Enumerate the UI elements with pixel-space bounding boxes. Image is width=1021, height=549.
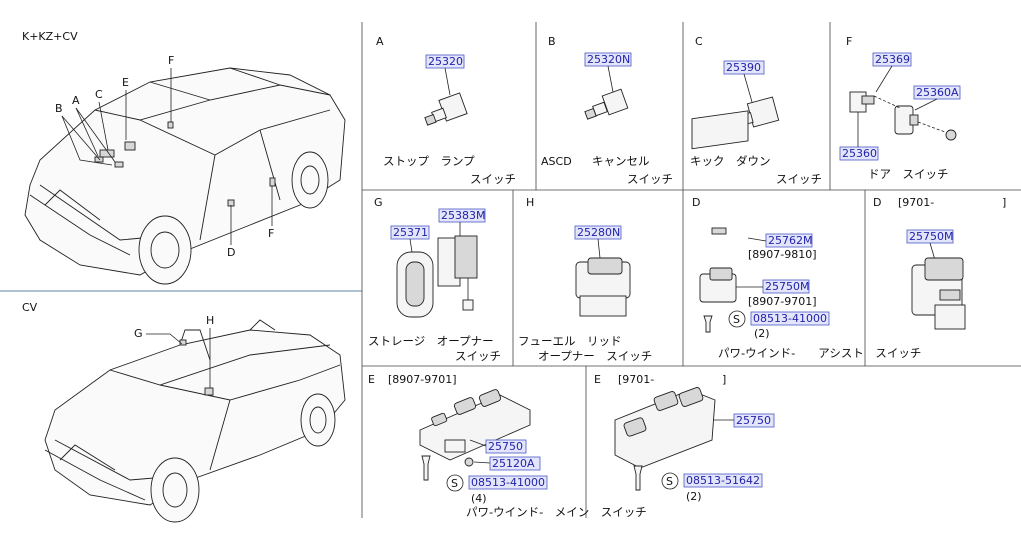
callout-c: C — [95, 88, 103, 101]
cell-e1-date: [8907-9701] — [388, 373, 457, 386]
bottom-callouts: G H — [134, 314, 214, 388]
part-number-25360a: 25360A — [916, 86, 959, 99]
cell-d1: D 25762M [8907-9810] 25750M [8907-9701] … — [691, 110, 921, 360]
assist-switch-new-drawing — [911, 257, 966, 330]
part-number-25390: 25390 — [726, 61, 761, 74]
cell-d2-letter: D — [873, 196, 881, 209]
fuel-lid-opener-switch-drawing — [575, 257, 631, 317]
cell-e1-letter: E — [368, 373, 375, 386]
cell-e2-letter: E — [594, 373, 601, 386]
bottom-model-label: CV — [22, 301, 38, 314]
part-number-25750-e1: 25750 — [488, 440, 523, 453]
cell-d2: D [9701- ] 25750M — [873, 196, 1006, 330]
part-number-25750-e2: 25750 — [736, 414, 771, 427]
callout-b: B — [55, 102, 63, 115]
cell-e2-s-label: S — [666, 475, 673, 488]
ascd-cancel-switch-drawing — [584, 88, 629, 120]
cell-e1-qty: (4) — [471, 492, 487, 505]
cell-c-name2: スイッチ — [776, 172, 822, 186]
callout-f-top: F — [168, 54, 174, 67]
part-number-08513-41000-d: 08513-41000 — [753, 312, 827, 325]
part-number-25750m: 25750M — [765, 280, 809, 293]
bottom-car-panel: CV G H — [22, 301, 346, 523]
cell-e2-date-close: ] — [722, 373, 726, 386]
callout-g: G — [134, 327, 143, 340]
cell-h-name1: フューエル リッド — [518, 334, 622, 348]
cell-d1-caption: パワ-ウインド- アシスト スイッチ — [718, 346, 921, 360]
coupe-illustration — [24, 67, 346, 285]
cell-g: G 25383M 25371 ストレージ オープナー スイッチ — [368, 196, 501, 363]
part-number-25320: 25320 — [428, 55, 463, 68]
door-switch-drawing — [849, 91, 957, 141]
cell-c: C 25390 キック ダウン スイッチ — [690, 35, 822, 186]
screw-symbol-e2 — [661, 472, 679, 490]
main-switch-drawing — [419, 389, 531, 461]
cell-d2-date-close: ] — [1002, 196, 1006, 209]
cell-f-letter: F — [846, 35, 852, 48]
storage-opener-switch-drawing — [396, 235, 478, 318]
part-number-25369: 25369 — [875, 53, 910, 66]
part-number-25383m: 25383M — [441, 209, 485, 222]
cell-b-prefix: ASCD — [541, 155, 572, 168]
callout-e: E — [122, 76, 129, 89]
cell-g-name1: ストレージ オープナー — [368, 334, 494, 348]
assist-switch-drawing — [699, 267, 737, 303]
cell-d1-s-label: S — [733, 313, 740, 326]
top-car-panel: K+KZ+CV B A C — [22, 30, 346, 285]
callout-h: H — [206, 314, 214, 327]
part-number-25371: 25371 — [393, 226, 428, 239]
cell-a-name1: ストップ ランプ — [383, 154, 475, 168]
cell-d2-date: [9701- — [898, 196, 934, 209]
cell-e1: E [8907-9701] 25750 25120A S 08513-41000… — [368, 373, 647, 519]
cell-e1-s-label: S — [451, 477, 458, 490]
part-number-25750m-new: 25750M — [909, 230, 953, 243]
cell-e2-date: [9701- — [618, 373, 654, 386]
cell-d1-letter: D — [692, 196, 700, 209]
stop-lamp-switch-drawing — [424, 92, 468, 126]
cell-b-letter: B — [548, 35, 556, 48]
convertible-illustration — [44, 319, 346, 523]
cell-h-letter: H — [526, 196, 534, 209]
part-number-25120a: 25120A — [492, 457, 535, 470]
cell-h-name2: オープナー スイッチ — [538, 349, 652, 363]
callout-f-bottom: F — [268, 227, 274, 240]
cell-g-letter: G — [374, 196, 383, 209]
cell-a-name2: スイッチ — [470, 172, 516, 186]
cell-a-letter: A — [376, 35, 384, 48]
part-number-25320n: 25320N — [587, 53, 630, 66]
grid-lines — [0, 22, 1021, 518]
part-number-08513-41000-e: 08513-41000 — [471, 476, 545, 489]
top-model-label: K+KZ+CV — [22, 30, 78, 43]
part-number-25280n: 25280N — [577, 226, 620, 239]
cell-b: B 25320N ASCD キャンセル スイッチ — [541, 35, 673, 186]
cell-c-name1: キック ダウン — [690, 154, 771, 168]
assist-switch-bezel-drawing — [691, 110, 749, 235]
part-number-25762m: 25762M — [768, 234, 812, 247]
cell-e2: E [9701- ] 25750 S 08513-51642 (2) — [594, 373, 775, 503]
cell-c-letter: C — [695, 35, 703, 48]
cell-d1-date1: [8907-9810] — [748, 248, 817, 261]
cell-d1-date2: [8907-9701] — [748, 295, 817, 308]
part-number-08513-51642: 08513-51642 — [686, 474, 760, 487]
cell-e1-caption: パワ-ウインド- メイン スイッチ — [466, 505, 647, 519]
main-switch-new-drawing — [614, 387, 716, 469]
cell-h: H 25280N フューエル リッド オープナー スイッチ — [518, 196, 652, 363]
part-number-25360: 25360 — [842, 147, 877, 160]
cell-f: F 25369 25360A 25360 ドア スイッチ — [839, 35, 961, 181]
cell-d1-qty: (2) — [754, 327, 770, 340]
cell-g-name2: スイッチ — [455, 349, 501, 363]
callout-a: A — [72, 94, 80, 107]
cell-a: A 25320 ストップ ランプ スイッチ — [376, 35, 516, 186]
callout-d: D — [227, 246, 235, 259]
cell-f-name1: ドア スイッチ — [868, 167, 949, 181]
screw-symbol-e1 — [446, 474, 464, 492]
cell-e2-qty: (2) — [686, 490, 702, 503]
cell-b-name1: キャンセル — [592, 154, 650, 168]
cell-b-name2: スイッチ — [627, 172, 673, 186]
screw-symbol — [728, 310, 746, 328]
top-callouts: B A C E F D F — [55, 54, 274, 259]
